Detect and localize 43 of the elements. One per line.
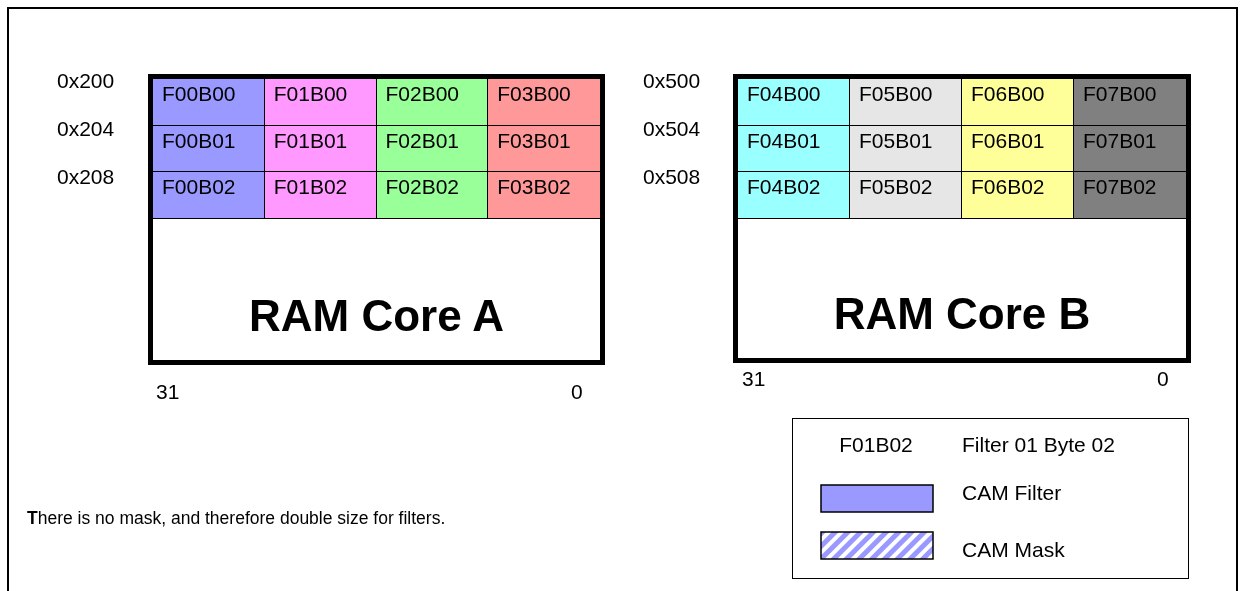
bit-index-label: 31 <box>156 379 180 405</box>
address-label: 0x504 <box>643 116 701 142</box>
memory-cell: F03B02 <box>488 172 600 219</box>
memory-cell: F05B02 <box>850 172 962 219</box>
memory-cell: F00B01 <box>153 125 265 172</box>
legend-text: CAM Filter <box>962 480 1062 506</box>
memory-cell: F02B02 <box>376 172 489 219</box>
memory-cell: F02B01 <box>376 125 489 172</box>
memory-cell: F07B01 <box>1074 125 1186 172</box>
memory-cell: F02B00 <box>376 79 489 126</box>
address-label: 0x204 <box>57 116 115 142</box>
memory-cell: F05B00 <box>850 79 962 126</box>
memory-cell: F01B00 <box>264 79 377 126</box>
memory-cell: F01B02 <box>264 172 377 219</box>
legend-text: F01B02 <box>838 432 914 458</box>
address-label: 0x208 <box>57 164 115 190</box>
address-label: 0x508 <box>643 164 701 190</box>
memory-cell: F03B01 <box>488 125 600 172</box>
note-text: There is no mask, and therefore double size for filters. <box>27 507 447 530</box>
memory-cell: F04B02 <box>738 172 850 219</box>
bit-index-label: 0 <box>1157 366 1169 392</box>
address-label: 0x200 <box>57 68 115 94</box>
memory-block <box>148 74 605 365</box>
block-title: RAM Core A <box>248 294 504 338</box>
legend-text: CAM Mask <box>962 537 1065 563</box>
bit-index-label: 31 <box>742 366 766 392</box>
memory-cell: F03B00 <box>488 79 600 126</box>
legend-text: Filter 01 Byte 02 <box>962 432 1115 458</box>
memory-cell: F06B01 <box>962 125 1074 172</box>
address-label: 0x500 <box>643 68 701 94</box>
memory-cell: F04B01 <box>738 125 850 172</box>
memory-cell: F05B01 <box>850 125 962 172</box>
memory-cell: F04B00 <box>738 79 850 126</box>
block-title: RAM Core B <box>833 292 1091 336</box>
memory-cell: F06B02 <box>962 172 1074 219</box>
memory-cell: F06B00 <box>962 79 1074 126</box>
memory-cell: F07B02 <box>1074 172 1186 219</box>
bit-index-label: 0 <box>571 379 583 405</box>
memory-block <box>733 74 1191 363</box>
memory-cell: F00B02 <box>153 172 265 219</box>
memory-cell: F00B00 <box>153 79 265 126</box>
memory-cell: F07B00 <box>1074 79 1186 126</box>
memory-cell: F01B01 <box>264 125 377 172</box>
